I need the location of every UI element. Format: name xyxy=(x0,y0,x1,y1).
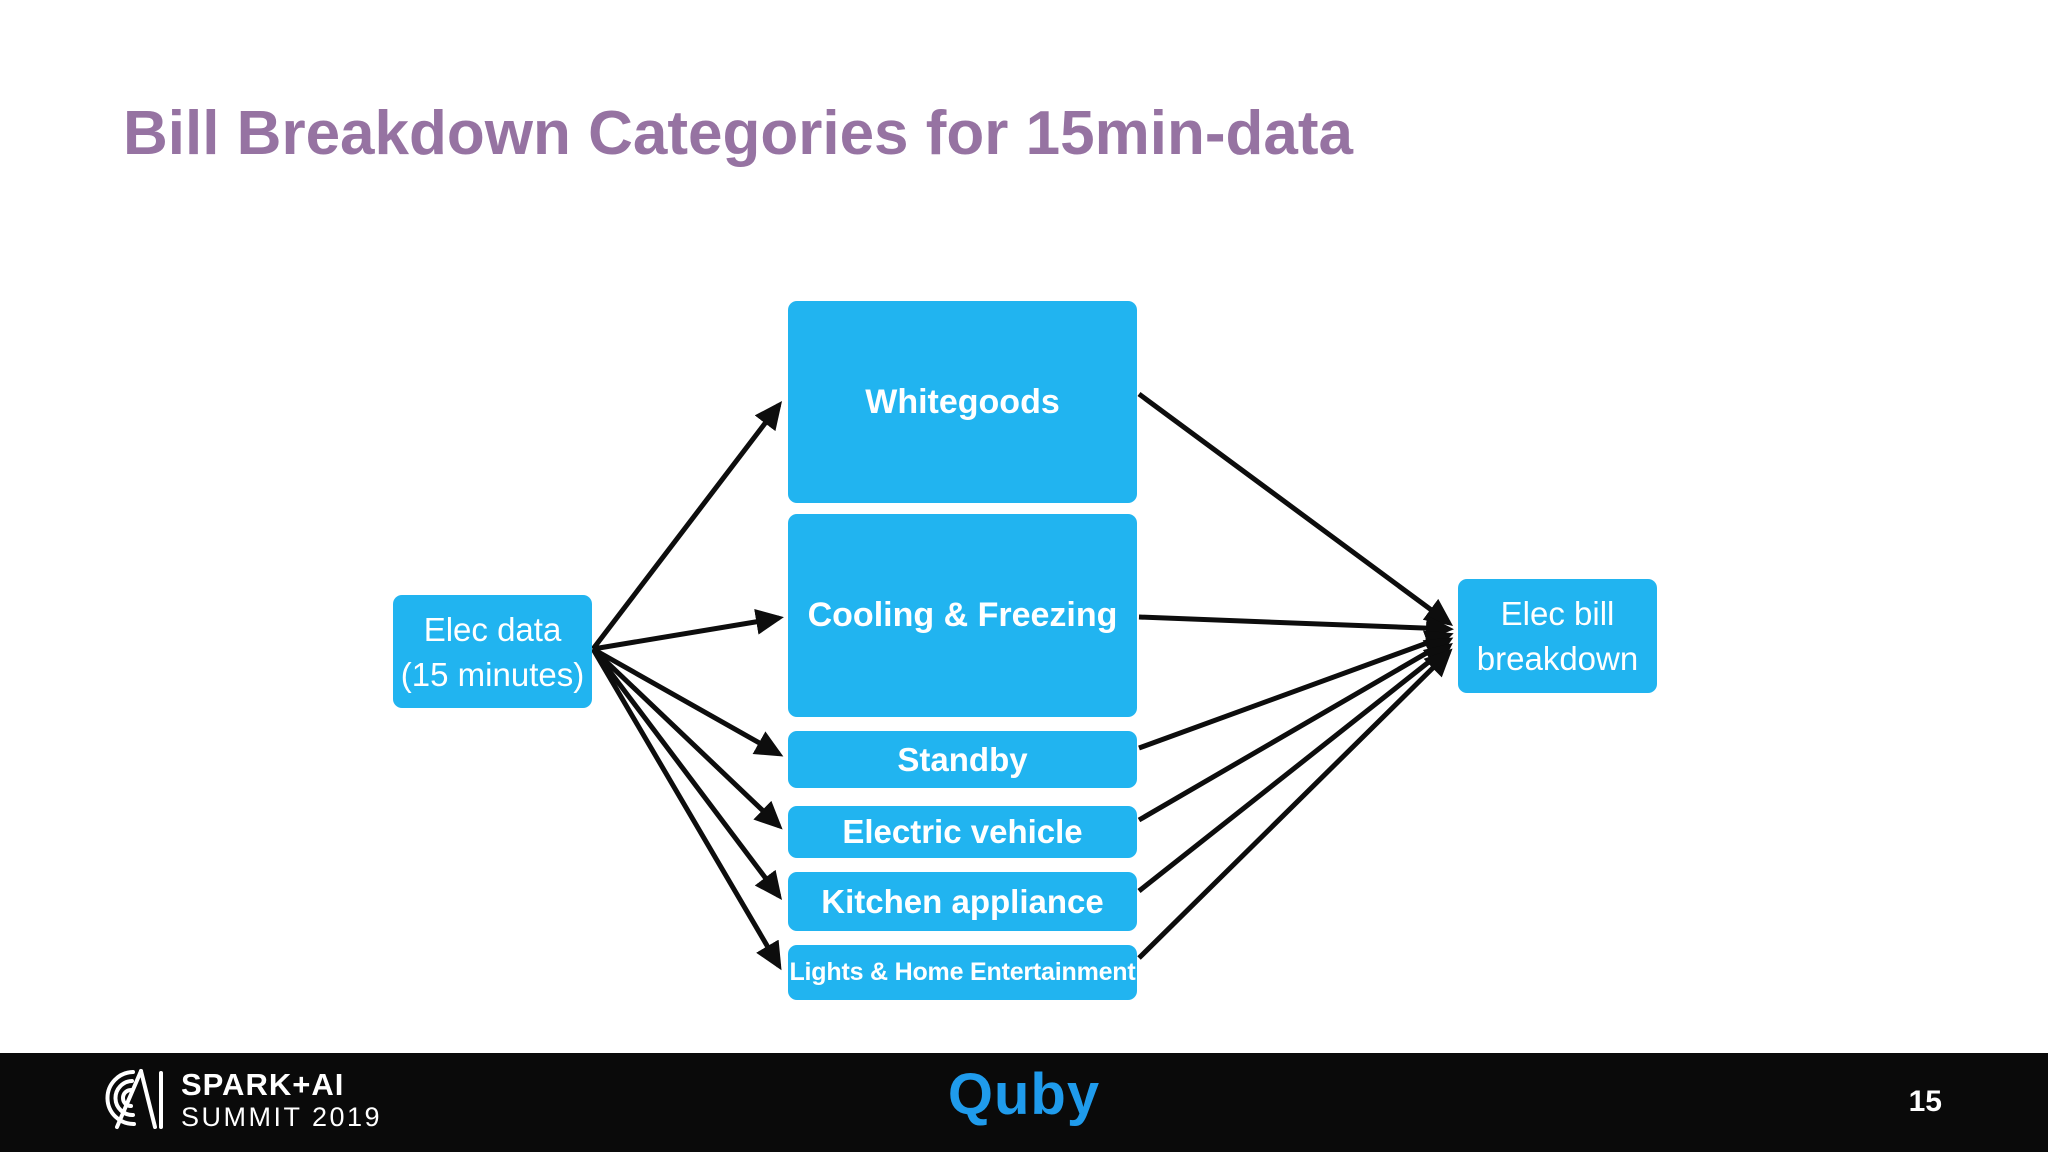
category-box-kitchen-appliance: Kitchen appliance xyxy=(788,872,1137,931)
conference-logo-subtitle: SUMMIT 2019 xyxy=(181,1101,383,1132)
arrow-source-to-electric-vehicle xyxy=(591,647,783,830)
source-box-line1: Elec data xyxy=(423,610,562,648)
source-box-elec-data: Elec data (15 minutes) xyxy=(393,595,592,708)
category-box-standby: Standby xyxy=(788,731,1137,788)
spark-ai-summit-logo: SPARK+AI SUMMIT 2019 xyxy=(103,1067,382,1133)
sink-box-elec-bill-breakdown: Elec bill breakdown xyxy=(1458,579,1657,693)
arrow-kitchen-appliance-to-sink xyxy=(1137,642,1453,893)
arrow-electric-vehicle-to-sink xyxy=(1137,637,1454,823)
arrow-lights-to-sink xyxy=(1137,648,1453,960)
spark-ai-logo-icon xyxy=(105,1069,163,1129)
category-box-electric-vehicle: Electric vehicle xyxy=(788,806,1137,858)
footer-bar: SPARK+AI SUMMIT 2019 Quby 15 xyxy=(0,1053,2048,1152)
arrow-cooling-to-sink xyxy=(1138,614,1454,642)
source-box-line2: (15 minutes) xyxy=(400,655,585,693)
arrow-standby-to-sink xyxy=(1138,630,1454,751)
category-box-whitegoods: Whitegoods xyxy=(788,301,1137,503)
arrow-source-to-kitchen-appliance xyxy=(591,647,783,900)
conference-logo-text: SPARK+AI SUMMIT 2019 xyxy=(181,1066,383,1133)
arrow-source-to-whitegoods xyxy=(591,401,783,651)
slide-title: Bill Breakdown Categories for 15min-data xyxy=(123,99,1353,168)
conference-logo-title: SPARK+AI xyxy=(181,1066,345,1102)
sink-box-line2: breakdown xyxy=(1476,640,1639,677)
arrow-source-to-cooling xyxy=(592,608,784,652)
sink-box-line1: Elec bill xyxy=(1500,595,1615,632)
category-box-cooling-freezing: Cooling & Freezing xyxy=(788,514,1137,717)
arrow-source-to-standby xyxy=(591,646,784,757)
arrow-whitegoods-to-sink xyxy=(1137,391,1454,626)
quby-wordmark: Quby xyxy=(947,1062,1101,1127)
category-box-lights-home-entertainment: Lights & Home Entertainment xyxy=(788,945,1137,1000)
slide-number: 15 xyxy=(1908,1085,1942,1118)
arrow-source-to-lights xyxy=(590,647,782,971)
